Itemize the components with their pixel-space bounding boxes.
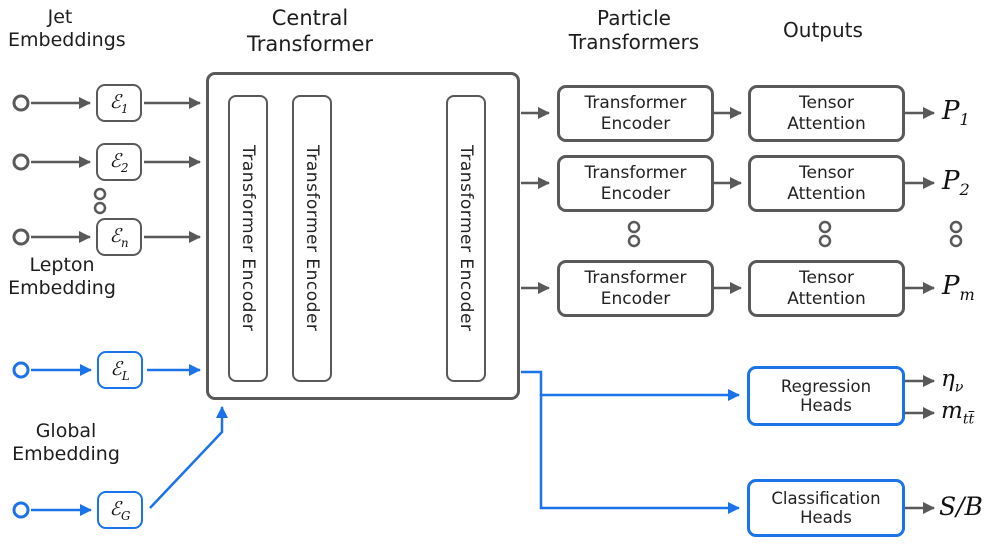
- jet-embedding-box-n: ℰn: [96, 218, 142, 256]
- ellipsis-dot-icon: [949, 220, 963, 234]
- lepton-input-node-icon: [12, 361, 30, 379]
- classification-heads-box: Classification Heads: [747, 479, 905, 537]
- lepton-embedding-title: Lepton Embedding: [8, 254, 116, 300]
- gray-arrows: [31, 97, 935, 514]
- tensor-attention-label: Tensor Attention: [787, 163, 866, 204]
- jet-input-node-icons: [12, 94, 30, 246]
- jet-input-node-icon: [12, 228, 30, 246]
- central-encoder-box-3: Transformer Encoder: [446, 95, 486, 382]
- global-embedding-box: ℰG: [97, 491, 143, 529]
- arrow: [149, 406, 228, 509]
- ellipsis-dot-icon: [93, 201, 107, 215]
- central-transformer-title: Central Transformer: [246, 6, 373, 56]
- output-pm-label: Pm: [942, 271, 975, 305]
- particle-encoder-label: Transformer Encoder: [584, 163, 687, 204]
- regression-output-mtt-label: mtt: [941, 398, 975, 428]
- particle-encoder-label: Transformer Encoder: [584, 93, 687, 134]
- regression-heads-box: Regression Heads: [747, 366, 905, 426]
- ellipsis-dot-icon: [93, 187, 107, 201]
- particle-encoder-box-2: Transformer Encoder: [557, 155, 714, 212]
- tensor-attention-label: Tensor Attention: [787, 93, 866, 134]
- global-embedding-symbol: ℰG: [109, 497, 131, 523]
- lepton-embedding-box: ℰL: [97, 351, 143, 389]
- jet-embedding-box-2: ℰ2: [96, 143, 142, 181]
- output-p1-label: P1: [942, 96, 970, 130]
- arrow: [521, 370, 740, 401]
- ellipsis-dot-icon: [818, 234, 832, 248]
- classification-output-sb-label: S/B: [939, 492, 983, 521]
- particle-transformers-title: Particle Transformers: [568, 6, 700, 55]
- particle-encoder-label: Transformer Encoder: [584, 268, 687, 309]
- jet-embedding-symbol: ℰ2: [109, 149, 129, 175]
- central-encoder-label: Transformer Encoder: [302, 145, 322, 332]
- tensor-attention-label: Tensor Attention: [787, 268, 866, 309]
- lepton-global-input-node-icons: [12, 361, 30, 519]
- central-encoder-label: Transformer Encoder: [456, 145, 476, 332]
- central-encoder-box-1: Transformer Encoder: [228, 95, 268, 382]
- jet-embedding-symbol: ℰ1: [109, 90, 129, 116]
- arrow: [539, 395, 740, 514]
- jet-embedding-box-1: ℰ1: [96, 84, 142, 122]
- ellipsis-dot-icon: [627, 234, 641, 248]
- tensor-attention-box-m: Tensor Attention: [748, 260, 905, 317]
- jet-input-node-icon: [12, 94, 30, 112]
- ellipsis-dot-icon: [627, 220, 641, 234]
- ellipsis-dots-icons: [93, 187, 963, 248]
- central-encoder-label: Transformer Encoder: [238, 145, 258, 332]
- global-embedding-title: Global Embedding: [12, 420, 120, 466]
- regression-heads-label: Regression Heads: [780, 376, 872, 415]
- blue-arrows: [31, 364, 740, 516]
- ellipsis-dot-icon: [818, 220, 832, 234]
- jet-input-node-icon: [12, 153, 30, 171]
- global-input-node-icon: [12, 501, 30, 519]
- ellipsis-dot-icon: [949, 234, 963, 248]
- particle-encoder-box-1: Transformer Encoder: [557, 85, 714, 142]
- regression-output-eta-label: ην: [941, 366, 964, 396]
- output-p2-label: P2: [942, 166, 970, 200]
- classification-heads-label: Classification Heads: [771, 488, 881, 527]
- particle-encoder-box-m: Transformer Encoder: [557, 260, 714, 317]
- lepton-embedding-symbol: ℰL: [110, 357, 130, 383]
- outputs-title: Outputs: [783, 18, 863, 42]
- central-encoder-box-2: Transformer Encoder: [292, 95, 332, 382]
- jet-embedding-symbol: ℰn: [109, 224, 129, 250]
- tensor-attention-box-2: Tensor Attention: [748, 155, 905, 212]
- tensor-attention-box-1: Tensor Attention: [748, 85, 905, 142]
- jet-embeddings-title: Jet Embeddings: [8, 6, 126, 52]
